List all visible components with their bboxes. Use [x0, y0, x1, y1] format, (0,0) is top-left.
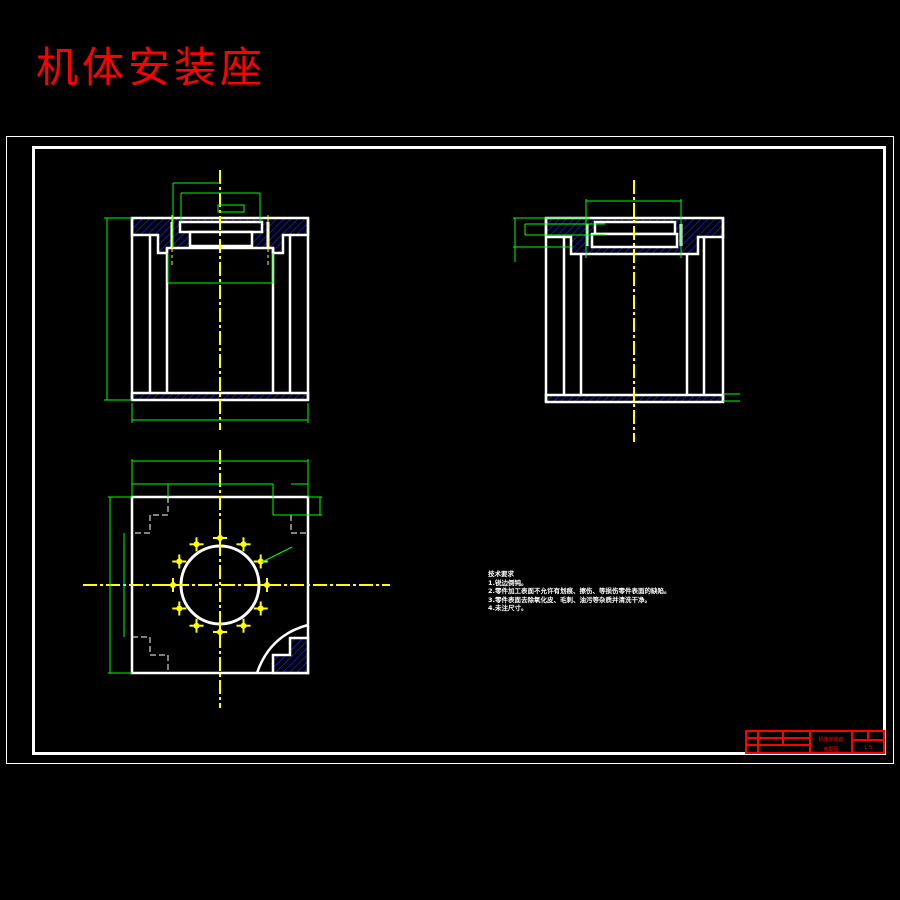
- drawing-title: 机体安装座: [36, 43, 267, 92]
- bolt-hole-mark: [213, 531, 227, 545]
- bolt-hole-mark: [260, 578, 274, 592]
- bolt-hole-mark: [172, 601, 187, 616]
- bolt-hole-mark: [236, 537, 251, 552]
- front-view-dimensions: [104, 182, 309, 423]
- bolt-hole-mark: [189, 618, 204, 633]
- note-item: 2.零件加工表面不允许有划痕、擦伤、等损伤零件表面的缺陷。: [488, 587, 671, 595]
- side-view-dimensions: [513, 199, 740, 402]
- outer-frame: [6, 136, 894, 764]
- note-item: 4.未注尺寸。: [488, 604, 528, 612]
- front-view-centerlines: [171, 170, 269, 430]
- bolt-hole-mark: [172, 554, 187, 569]
- bolt-hole-mark: [253, 601, 268, 616]
- plan-view-dimensions: [108, 459, 322, 674]
- title-block: [745, 730, 885, 754]
- note-item: 3.零件表面去除氧化皮、毛刺、油污等杂质并清洗干净。: [488, 595, 651, 604]
- notes-heading: 技术要求: [488, 570, 514, 578]
- bolt-hole-mark: [166, 578, 180, 592]
- plan-view-centerlines: [83, 450, 390, 708]
- bolt-hole-mark: [236, 618, 251, 633]
- bolt-hole-mark: [213, 625, 227, 639]
- inner-frame: [32, 146, 886, 755]
- bolt-hole-mark: [189, 537, 204, 552]
- title-block-scale: 1:5: [864, 745, 872, 751]
- technical-notes: 技术要求 1.锐边倒钝。 2.零件加工表面不允许有划痕、擦伤、等损伤零件表面的缺…: [488, 570, 671, 613]
- title-block-drawing-no: 装配图: [823, 746, 838, 753]
- title-block-name: 机体安装座: [818, 736, 843, 743]
- note-item: 1.锐边倒钝。: [488, 578, 528, 587]
